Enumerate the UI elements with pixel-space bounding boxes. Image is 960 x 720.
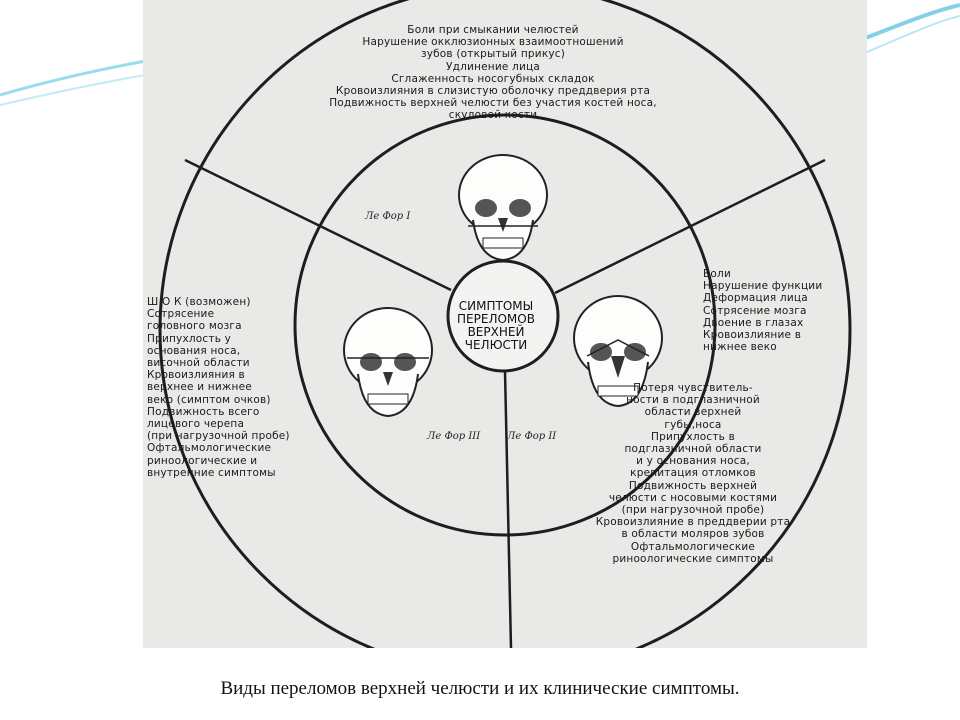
skull-lefort-3-icon (343, 307, 433, 418)
lower-right-symptoms-list: Потеря чувствитель- ности в подглазнично… (595, 382, 791, 565)
sector-label-lefort-2: Ле Фор II (507, 431, 557, 442)
left-symptoms-list: Ш О К (возможен) Сотрясение головного мо… (147, 296, 290, 479)
skull-lefort-1-icon (458, 154, 548, 262)
outer-circle (158, 0, 852, 648)
top-symptoms-list: Боли при смыкании челюстей Нарушение окк… (329, 24, 657, 122)
divider-right (554, 158, 826, 295)
divider-left (184, 158, 452, 292)
sector-label-lefort-3: Ле Фор III (427, 431, 481, 442)
middle-circle (293, 113, 717, 537)
diagram-graphics (158, 0, 852, 648)
scanned-diagram: СИМПТОМЫ ПЕРЕЛОМОВ ВЕРХНЕЙ ЧЕЛЮСТИ Ле Фо… (143, 0, 867, 648)
slide-caption: Виды переломов верхней челюсти и их клин… (220, 678, 740, 699)
divider-bottom (503, 370, 513, 648)
sector-label-lefort-1: Ле Фор I (365, 211, 411, 222)
skull-lefort-2-icon (573, 295, 663, 408)
center-label: СИМПТОМЫ ПЕРЕЛОМОВ ВЕРХНЕЙ ЧЕЛЮСТИ (457, 299, 535, 352)
right-symptoms-list: Боли Нарушение функции Деформация лица С… (703, 268, 823, 354)
